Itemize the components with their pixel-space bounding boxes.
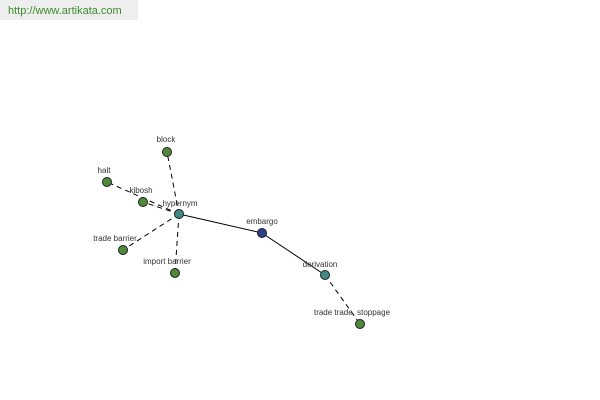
node-marker-import-barrier[interactable] [170,268,180,278]
node-label-hypernym: hypernym [162,199,197,208]
edge-hypernym-to-block [166,151,180,215]
node-label-halt: halt [98,166,112,175]
node-block[interactable]: block [157,135,177,157]
node-trade-barrier[interactable]: trade barrier [93,234,137,255]
node-marker-embargo[interactable] [257,228,267,238]
node-embargo[interactable]: embargo [246,217,278,238]
node-marker-hypernym[interactable] [174,209,184,219]
edge-hypernym-to-trade-barrier [122,213,180,251]
node-trade-trade-stoppage[interactable]: trade trade, stoppage [314,308,391,329]
node-hypernym[interactable]: hypernym [162,199,198,219]
node-marker-kibosh[interactable] [138,197,148,207]
edge-hypernym-to-kibosh [142,201,180,215]
edge-embargo-to-hypernym [178,213,263,234]
node-import-barrier[interactable]: import barrier [143,257,191,278]
node-label-embargo: embargo [246,217,278,226]
node-label-kibosh: kibosh [129,186,152,195]
node-marker-block[interactable] [162,147,172,157]
edge-derivation-to-trade-trade-stoppage [324,274,361,325]
node-marker-derivation[interactable] [320,270,330,280]
node-halt[interactable]: halt [98,166,112,187]
node-label-block: block [157,135,177,144]
node-kibosh[interactable]: kibosh [129,186,153,207]
edge-hypernym-to-import-barrier [174,213,180,274]
node-label-trade-trade-stoppage: trade trade, stoppage [314,308,391,317]
edge-embargo-to-derivation [261,232,326,276]
node-label-trade-barrier: trade barrier [93,234,137,243]
node-marker-trade-trade-stoppage[interactable] [355,319,365,329]
node-label-derivation: derivation [303,260,338,269]
node-label-import-barrier: import barrier [143,257,191,266]
node-derivation[interactable]: derivation [303,260,338,280]
node-marker-trade-barrier[interactable] [118,245,128,255]
node-marker-halt[interactable] [102,177,112,187]
watermark-url: http://www.artikata.com [0,0,138,20]
